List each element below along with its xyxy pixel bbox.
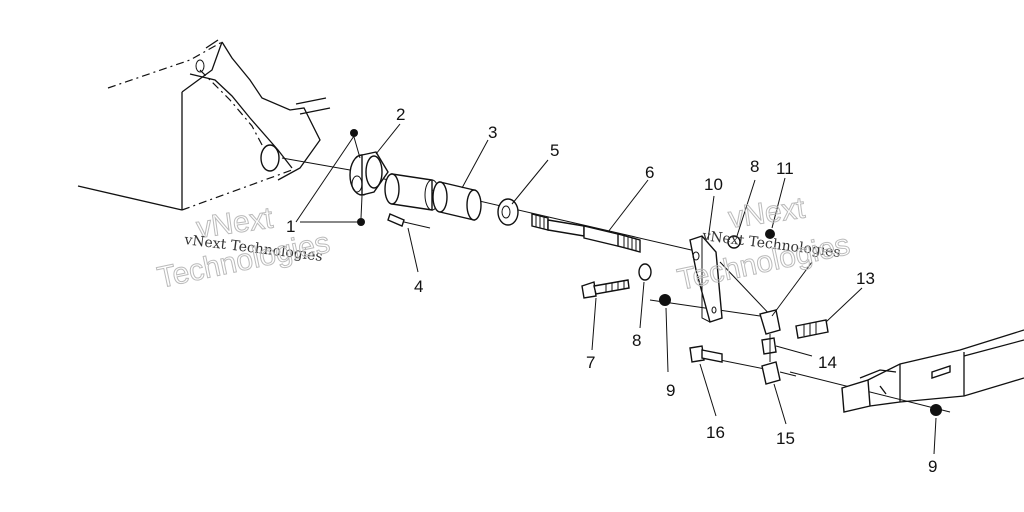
part-6-rod	[531, 213, 641, 253]
callout-3: 3	[488, 123, 497, 142]
callout-9-right: 9	[928, 457, 937, 476]
part-13-14-15-linkage	[759, 309, 829, 385]
callout-10: 10	[704, 175, 723, 194]
part-5-washer	[497, 198, 519, 226]
callout-6: 6	[645, 163, 654, 182]
callout-14: 14	[818, 353, 837, 372]
part-3-sleeves	[384, 173, 482, 221]
callout-7: 7	[586, 353, 595, 372]
callout-4: 4	[414, 277, 423, 296]
callout-13: 13	[856, 269, 875, 288]
leader-lines	[295, 123, 937, 455]
callout-8-upper: 8	[750, 157, 759, 176]
watermark-right-top: vNext	[726, 191, 807, 234]
part-7-bolt	[581, 279, 630, 299]
callout-1: 1	[286, 217, 295, 236]
watermark-left: vNext vNext Technologies Technologies	[154, 201, 333, 295]
part-2-flange-bushing	[349, 151, 389, 196]
part-10-bracket	[689, 235, 723, 323]
part-16-bolt	[689, 345, 723, 363]
callout-16: 16	[706, 423, 725, 442]
part-8-9-lower-hardware	[638, 263, 671, 306]
lever-arm	[841, 329, 1024, 416]
callout-9-left: 9	[666, 381, 675, 400]
callout-labels: 1 2 3 4 5 6 7 8 9 10 8 11 13 14 15 16 9	[286, 105, 937, 476]
callout-8-lower: 8	[632, 331, 641, 350]
part-8-11-upper-hardware	[727, 229, 775, 249]
frame-housing	[77, 39, 331, 211]
part-4-pin	[387, 213, 431, 229]
callout-11: 11	[776, 159, 794, 178]
callout-5: 5	[550, 141, 559, 160]
part-1-fasteners	[350, 129, 365, 226]
callout-15: 15	[776, 429, 795, 448]
callout-2: 2	[396, 105, 405, 124]
